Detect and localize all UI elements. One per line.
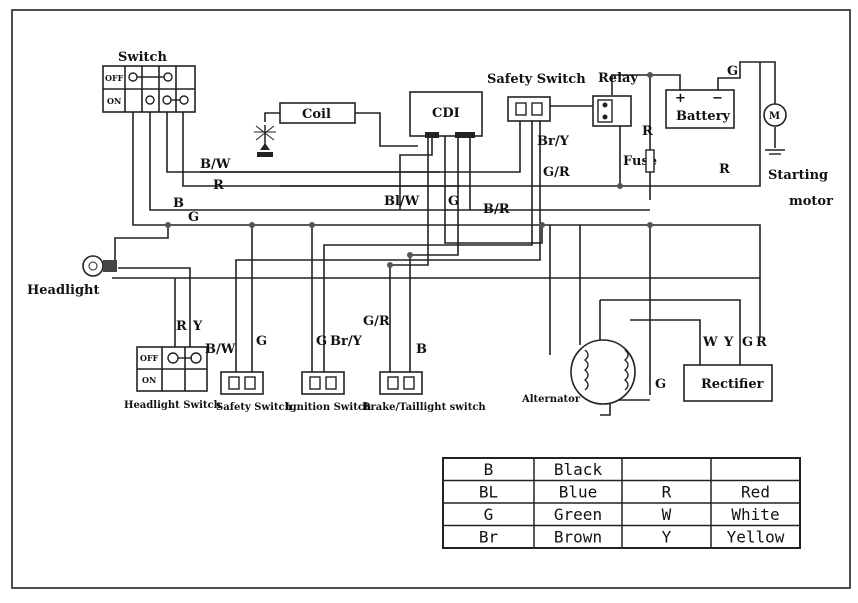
wire-label: Y [723,335,734,350]
wire-label: W [702,335,718,350]
wire-label: G [655,377,666,392]
wire-label: Br/Y [330,334,363,349]
headlight: Headlight [27,255,117,298]
wire-label: R [756,335,767,350]
wire-label: B/W [205,342,236,357]
legend-cell: R [662,483,672,502]
brake-taillight-switch-label: Brake/Taillight switch [362,402,486,413]
rectifier: Rectifier [683,364,773,402]
relay-label: Relay [598,71,638,86]
safety-switch-bottom-label: Safety Switch [216,402,293,413]
legend-cell: G [484,505,494,524]
diagram-border [11,9,851,589]
battery-label: Battery [676,109,731,124]
wire-label: G [742,335,753,350]
wires [112,61,776,416]
legend-cell: Y [662,528,672,547]
wire-label: G [256,334,267,349]
rectifier-label: Rectifier [701,377,764,392]
battery: Battery + − [665,89,735,129]
motor-m: M [769,111,780,122]
alternator: Alternator [521,339,636,405]
legend-cell: BL [479,483,498,502]
headlight-switch-on: ON [142,375,156,385]
starting-motor-label-2: motor [789,194,833,209]
ignition-switch: Ignition Switch [285,371,372,413]
main-switch-on: ON [107,96,121,106]
starting-motor: M Starting motor [763,103,833,209]
wire-labels: B/W R B G Bl/W G B/R Br/Y G/R G R R R Y … [173,64,767,392]
fuse-icon [645,149,655,173]
main-switch: Switch OFF ON [102,50,196,113]
starting-motor-label-1: Starting [768,168,828,183]
main-switch-off: OFF [105,73,124,83]
headlight-icon [82,255,104,277]
coil-label: Coil [302,107,331,122]
wire-label: B/R [483,202,510,217]
headlight-switch: OFF ON Headlight Switch [124,346,222,411]
wire-label: R [642,124,653,139]
wire-label: Bl/W [384,194,420,209]
alternator-label: Alternator [521,394,581,405]
legend-cell: Red [741,483,770,502]
wire-label: B [173,196,184,211]
legend-cell: White [731,505,779,524]
junction-dots [165,72,653,268]
cdi: CDI [409,91,483,138]
legend-cell: Br [479,528,499,547]
legend-cell: Yellow [727,528,785,547]
battery-plus: + [675,91,686,106]
legend-cell: W [662,505,672,524]
safety-switch-top: Safety Switch [487,72,586,122]
wire-label: B [416,342,427,357]
coil: Coil [254,102,356,157]
battery-minus: − [712,91,723,106]
legend-cell: Black [554,460,603,479]
safety-switch-bottom: Safety Switch [216,371,293,413]
safety-switch-top-label: Safety Switch [487,72,586,87]
wire-label: G/R [363,314,390,329]
wire-label: G/R [543,165,570,180]
headlight-label: Headlight [27,283,100,298]
fuse: Fuse [623,149,657,173]
wire-label: G [448,194,459,209]
main-switch-title: Switch [118,50,167,65]
legend-cell: Brown [554,528,602,547]
wire-label: R [213,178,224,193]
wire-label: G [727,64,738,79]
headlight-switch-title: Headlight Switch [124,400,222,411]
wire-label: B/W [200,157,231,172]
wire-label: G [188,210,199,225]
legend-cell: B [484,460,494,479]
wire-label: Y [192,319,203,334]
legend-cell: Blue [559,483,598,502]
relay: Relay [592,71,638,127]
wire-label: Br/Y [537,134,570,149]
wire-label: G [316,334,327,349]
legend-cell: Green [554,505,602,524]
motor-icon [763,103,787,127]
wire-label: R [719,162,730,177]
headlight-switch-off: OFF [140,353,159,363]
brake-taillight-switch: Brake/Taillight switch [362,371,486,413]
ignition-switch-label: Ignition Switch [285,402,372,413]
spark-plug-icon [254,125,276,157]
wire-label: R [176,319,187,334]
cdi-label: CDI [432,106,460,121]
